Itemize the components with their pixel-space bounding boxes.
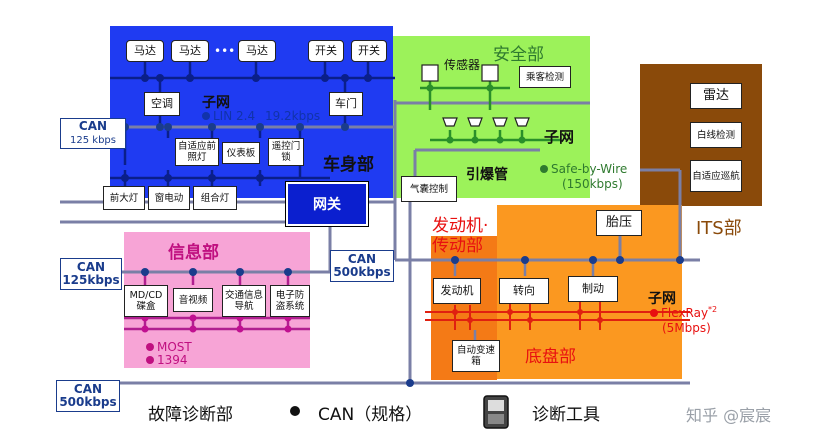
can-spec-note: CAN（规格） [318,405,423,425]
safe-by-wire-dot [540,165,548,173]
engine-unit: 发动机 [433,278,481,304]
lin-label: LIN 2.4 19.2kbps [202,109,320,123]
can-label-diag-line2: 500kbps [59,395,117,409]
chassis-domain-title: 底盘部 [525,347,576,367]
body-subnet-label: 子网 [202,95,230,111]
diagnostics-title: 故障诊断部 [148,405,233,425]
can-label-diag-line1: CAN [73,382,103,396]
chassis-subnet-label: 子网 [648,291,676,307]
lin-protocol: LIN 2.4 [213,109,256,123]
lin-speed: 19.2kbps [264,109,321,123]
motor-3: 马达 [238,40,276,62]
most-label: MOST 1394 [146,341,192,367]
ieee1394-protocol: 1394 [157,353,188,367]
power-window: 窗电动 [148,186,190,210]
can-label-info-line1: CAN [76,260,106,274]
lin-dot [202,112,210,120]
anti-theft-system: 电子防盗系统 [270,285,310,317]
igniter-label: 引爆管 [466,167,508,183]
flexray-speed: (5Mbps) [662,321,711,335]
occupant-detection: 乘客检测 [519,66,571,88]
traffic-navigation: 交通信息导航 [222,285,266,317]
ac-unit: 空调 [144,92,180,116]
can-label-body-line2: 125 kbps [70,135,116,146]
headlight: 前大灯 [103,186,145,210]
door-unit: 车门 [329,92,363,116]
info-domain-title: 信息部 [168,243,219,263]
can-label-body: CAN 125 kbps [60,118,126,149]
flexray-label: FlexRay*2 (5Mbps) [650,302,717,336]
safe-by-wire-label: Safe-by-Wire (150kbps) [540,162,627,192]
steering-unit: 转向 [499,278,549,304]
switch-2: 开关 [351,40,387,62]
safe-by-wire-speed: (150kbps) [562,177,623,191]
md-cd-changer: MD/CD碟盒 [124,285,168,317]
motor-2: 马达 [171,40,209,62]
ieee1394-dot [146,356,154,364]
can-label-info: CAN 125kbps [60,258,122,290]
motor-ellipsis: ••• [214,44,236,58]
can-label-center-line1: CAN [347,252,377,266]
diagnostic-tool-icon [483,395,509,429]
instrument-panel: 仪表板 [222,142,260,164]
radar: 雷达 [690,83,742,109]
diagnostic-tool-label: 诊断工具 [532,405,600,425]
remote-door-lock: 遥控门锁 [268,138,304,166]
sensor-label: 传感器 [444,58,481,72]
audio-video: 音视频 [173,288,213,312]
adaptive-headlight: 自适应前照灯 [175,138,219,166]
most-protocol: MOST [157,340,192,354]
combo-light: 组合灯 [193,186,237,210]
braking-unit: 制动 [568,276,618,302]
safety-subnet-label: 子网 [544,128,575,146]
its-domain-title: ITS部 [696,218,742,239]
most-dot [146,343,154,351]
lane-detection: 白线检测 [690,122,742,148]
safety-domain-title: 安全部 [493,45,544,65]
switch-1: 开关 [308,40,344,62]
can-label-center: CAN 500kbps [330,250,394,282]
watermark: 知乎 @宸宸 [686,406,772,425]
can-label-diag: CAN 500kbps [56,380,120,412]
powertrain-title-line1: 发动机· [432,216,489,236]
flexray-protocol: FlexRay [661,306,709,320]
auto-transmission: 自动变速箱 [452,340,500,372]
tire-pressure: 胎压 [596,210,642,236]
powertrain-title-line2: 传动部 [432,236,483,256]
can-label-body-line1: CAN [78,119,108,133]
safety-domain-zone [393,36,590,198]
flexray-note: *2 [708,305,718,314]
safe-by-wire-protocol: Safe-by-Wire [551,162,628,176]
motor-1: 马达 [126,40,164,62]
can-legend-dot [290,406,300,416]
body-domain-title: 车身部 [323,155,374,175]
can-label-info-line2: 125kbps [62,273,120,287]
can-label-center-line2: 500kbps [333,265,391,279]
adaptive-cruise: 自适应巡航 [690,160,742,192]
airbag-control: 气囊控制 [401,176,457,202]
powertrain-domain-title: 发动机· 传动部 [432,216,488,256]
flexray-dot [650,309,658,317]
gateway: 网关 [285,181,369,227]
